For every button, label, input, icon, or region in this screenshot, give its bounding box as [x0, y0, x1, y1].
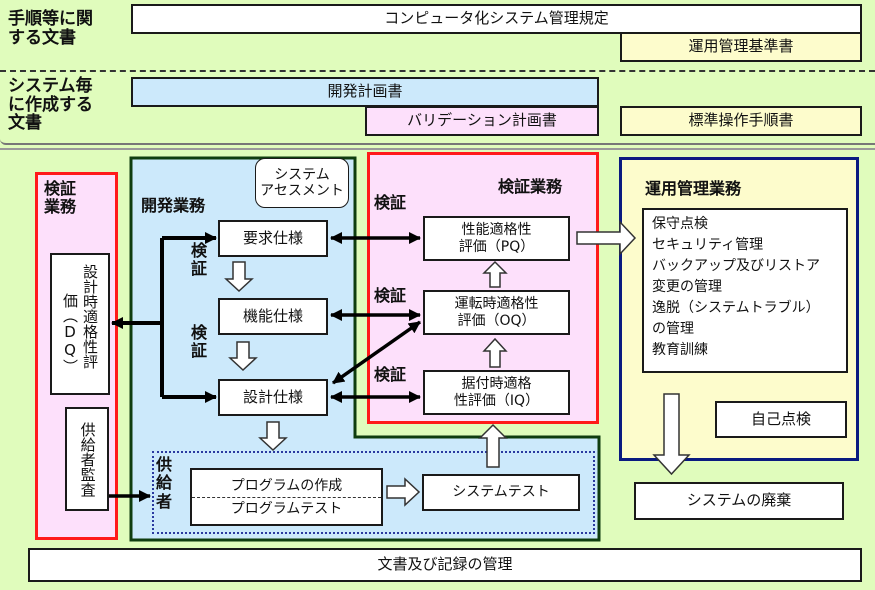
procedures-documents-label: 手順等に関 する文書: [8, 9, 93, 48]
sop-text: 標準操作手順書: [688, 111, 794, 130]
supplier-audit-box: 供給者監査: [65, 407, 109, 511]
self-inspection-box: 自己点検: [715, 401, 847, 438]
operations-task: 教育訓練: [652, 342, 708, 358]
functional-spec-box: 機能仕様: [218, 298, 328, 335]
dq-text-col2: 価（DQ）: [61, 293, 79, 374]
hollow-arrow-req-to-func: [224, 261, 254, 293]
program-box: プログラムの作成 プログラムテスト: [190, 468, 383, 526]
program-test-text: プログラムテスト: [230, 500, 343, 517]
operations-task: 逸脱（システムトラブル）: [652, 300, 820, 316]
operation-standards-text: 運用管理基準書: [688, 37, 794, 56]
system-assessment-box: システム アセスメント: [255, 158, 349, 208]
oq-text: 運転時適格性 評価（OQ）: [454, 296, 539, 329]
dashed-divider: [0, 70, 875, 72]
operation-standards-doc: 運用管理基準書: [620, 32, 862, 62]
development-title: 開発業務: [141, 196, 206, 215]
verify-label-dev-2: 検 証: [191, 323, 208, 361]
requirements-spec-text: 要求仕様: [242, 228, 303, 247]
pq-box: 性能適格性 評価（PQ）: [423, 216, 570, 261]
hollow-arrow-func-to-design: [228, 341, 258, 372]
operations-task: バックアップ及びリストア: [652, 258, 820, 274]
functional-spec-text: 機能仕様: [242, 306, 303, 325]
verify-label-oq: 検証: [374, 286, 407, 305]
design-spec-text: 設計仕様: [242, 387, 303, 406]
dq-text-col1: 設計時適格性評: [81, 264, 99, 369]
development-plan-text: 開発計画書: [327, 82, 403, 101]
system-disposal-box: システムの廃棄: [634, 482, 844, 520]
center-verification-title: 検証業務: [498, 177, 563, 196]
system-assessment-text: システム アセスメント: [260, 166, 344, 199]
dq-box: 設計時適格性評 価（DQ）: [50, 253, 110, 395]
validation-plan-doc: バリデーション計画書: [365, 106, 599, 136]
operations-task: セキュリティ管理: [652, 237, 764, 253]
records-management-text: 文書及び記録の管理: [377, 555, 513, 574]
sop-doc: 標準操作手順書: [620, 106, 862, 136]
computer-system-rules-doc: コンピュータ化システム管理規定: [131, 4, 862, 34]
hollow-arrow-design-to-supplier: [258, 421, 288, 452]
development-plan-doc: 開発計画書: [131, 77, 599, 107]
system-test-box: システムテスト: [422, 474, 580, 511]
supplier-label: 供 給 者: [156, 455, 173, 511]
validation-plan-text: バリデーション計画書: [407, 111, 557, 130]
records-management-box: 文書及び記録の管理: [28, 548, 862, 582]
oq-box: 運転時適格性 評価（OQ）: [423, 290, 570, 335]
computer-system-rules-text: コンピュータ化システム管理規定: [384, 9, 609, 28]
self-inspection-text: 自己点検: [750, 409, 811, 428]
verify-label-pq: 検証: [374, 193, 407, 212]
operations-tasks-box: 保守点検 セキュリティ管理 バックアップ及びリストア 変更の管理 逸脱（システム…: [642, 208, 848, 373]
requirements-spec-box: 要求仕様: [218, 220, 328, 257]
operations-task: 変更の管理: [652, 279, 722, 295]
supplier-area: [152, 451, 595, 534]
section-separator: [0, 148, 875, 150]
left-verification-title: 検証 業務: [44, 179, 77, 217]
system-disposal-text: システムの廃棄: [686, 491, 792, 510]
system-test-text: システムテスト: [452, 484, 550, 501]
operations-task: の管理: [652, 321, 694, 337]
program-divider: [192, 496, 381, 498]
design-spec-box: 設計仕様: [218, 379, 328, 416]
operations-title: 運用管理業務: [645, 179, 742, 198]
iq-text: 据付時適格 性評価（IQ）: [453, 376, 540, 409]
operations-task: 保守点検: [652, 216, 708, 232]
pq-text: 性能適格性 評価（PQ）: [458, 222, 535, 255]
iq-box: 据付時適格 性評価（IQ）: [423, 370, 570, 415]
verify-label-dev-1: 検 証: [191, 241, 208, 279]
program-creation-text: プログラムの作成: [230, 477, 343, 494]
supplier-audit-text: 供給者監査: [78, 421, 97, 497]
per-system-documents-label: システム毎 に作成する 文書: [8, 76, 93, 134]
verify-label-iq: 検証: [374, 365, 407, 384]
document-section-top: [0, 0, 875, 145]
